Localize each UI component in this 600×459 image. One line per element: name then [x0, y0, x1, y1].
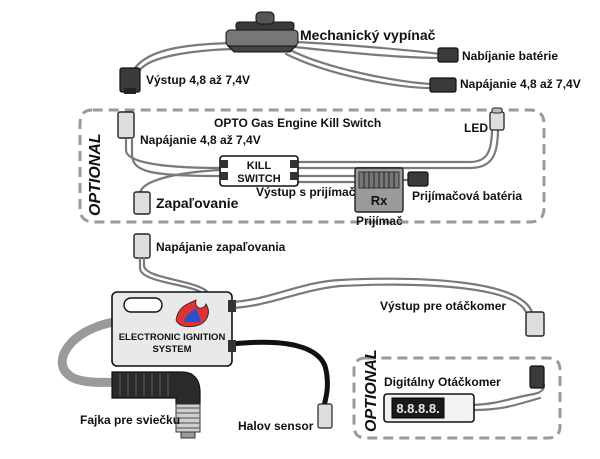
receiver-label: Prijímač: [356, 214, 403, 228]
kill-switch-line1: KILL: [247, 160, 272, 172]
kill-switch-module: KILL SWITCH: [219, 155, 299, 187]
receiver-icon: Rx: [354, 167, 404, 213]
mechanical-switch-group: Mechanický vypínač Nabíjanie batérie Nap…: [119, 11, 581, 94]
connector-plug-icon: [407, 171, 429, 187]
charge-label: Nabíjanie batérie: [462, 49, 558, 63]
tacho-display: 8.8.8.8.: [396, 401, 439, 416]
digital-tachometer: 8.8.8.8.: [383, 393, 475, 423]
flame-logo-icon: [175, 299, 209, 328]
spark-plug-cap-icon: [111, 371, 201, 439]
spark-cap-label: Fajka pre sviečku: [80, 413, 180, 427]
connector-plug-icon: [437, 47, 459, 63]
tacho-out-label: Výstup pre otáčkomer: [380, 299, 506, 313]
ecu-label-line2: SYSTEM: [152, 344, 191, 355]
optional-kill-switch-box: OPTIONAL OPTO Gas Engine Kill Switch LED…: [78, 107, 546, 228]
opto-title: OPTO Gas Engine Kill Switch: [214, 116, 381, 130]
ecu-module: ELECTRONIC IGNITION SYSTEM: [111, 291, 236, 367]
receiver-battery-label: Prijímačová batéria: [412, 189, 522, 203]
output-left-label: Výstup 4,8 až 7,4V: [146, 73, 250, 87]
connector-plug-icon: [529, 365, 545, 389]
power-out-right-label: Napájanie 4,8 až 7,4V: [460, 77, 581, 91]
connector-plug-icon: [133, 191, 151, 215]
optional-label-2: OPTIONAL: [363, 349, 380, 432]
connector-plug-icon: [119, 67, 141, 94]
connector-plug-icon: [525, 311, 545, 337]
connector-plug-icon: [317, 403, 333, 429]
led-icon: [489, 107, 505, 131]
mech-switch-label: Mechanický vypínač: [300, 27, 436, 43]
led-label: LED: [464, 121, 488, 135]
connector-plug-icon: [133, 233, 151, 259]
optional-tacho-box: OPTIONAL Digitálny Otáčkomer 8.8.8.8.: [352, 349, 562, 440]
connector-plug-icon: [429, 77, 457, 93]
toggle-switch-icon: [225, 11, 299, 53]
rx-label: Rx: [371, 193, 388, 208]
ignition-label: Zapaľovanie: [156, 195, 239, 211]
hall-sensor-label: Halov sensor: [238, 419, 314, 433]
kill-power-label: Napájanie 4,8 až 7,4V: [140, 133, 261, 147]
output-receiver-label: Výstup s prijímača: [256, 185, 362, 199]
optional-label-1: OPTIONAL: [87, 133, 104, 216]
connector-plug-icon: [117, 111, 135, 139]
digital-tacho-label: Digitálny Otáčkomer: [384, 375, 501, 389]
ignition-system-group: Napájanie zapaľovania Výstup pre otáčkom…: [57, 233, 545, 439]
ignition-power-label: Napájanie zapaľovania: [156, 240, 286, 254]
ecu-label-line1: ELECTRONIC IGNITION: [119, 332, 226, 343]
kill-switch-line2: SWITCH: [237, 173, 280, 185]
